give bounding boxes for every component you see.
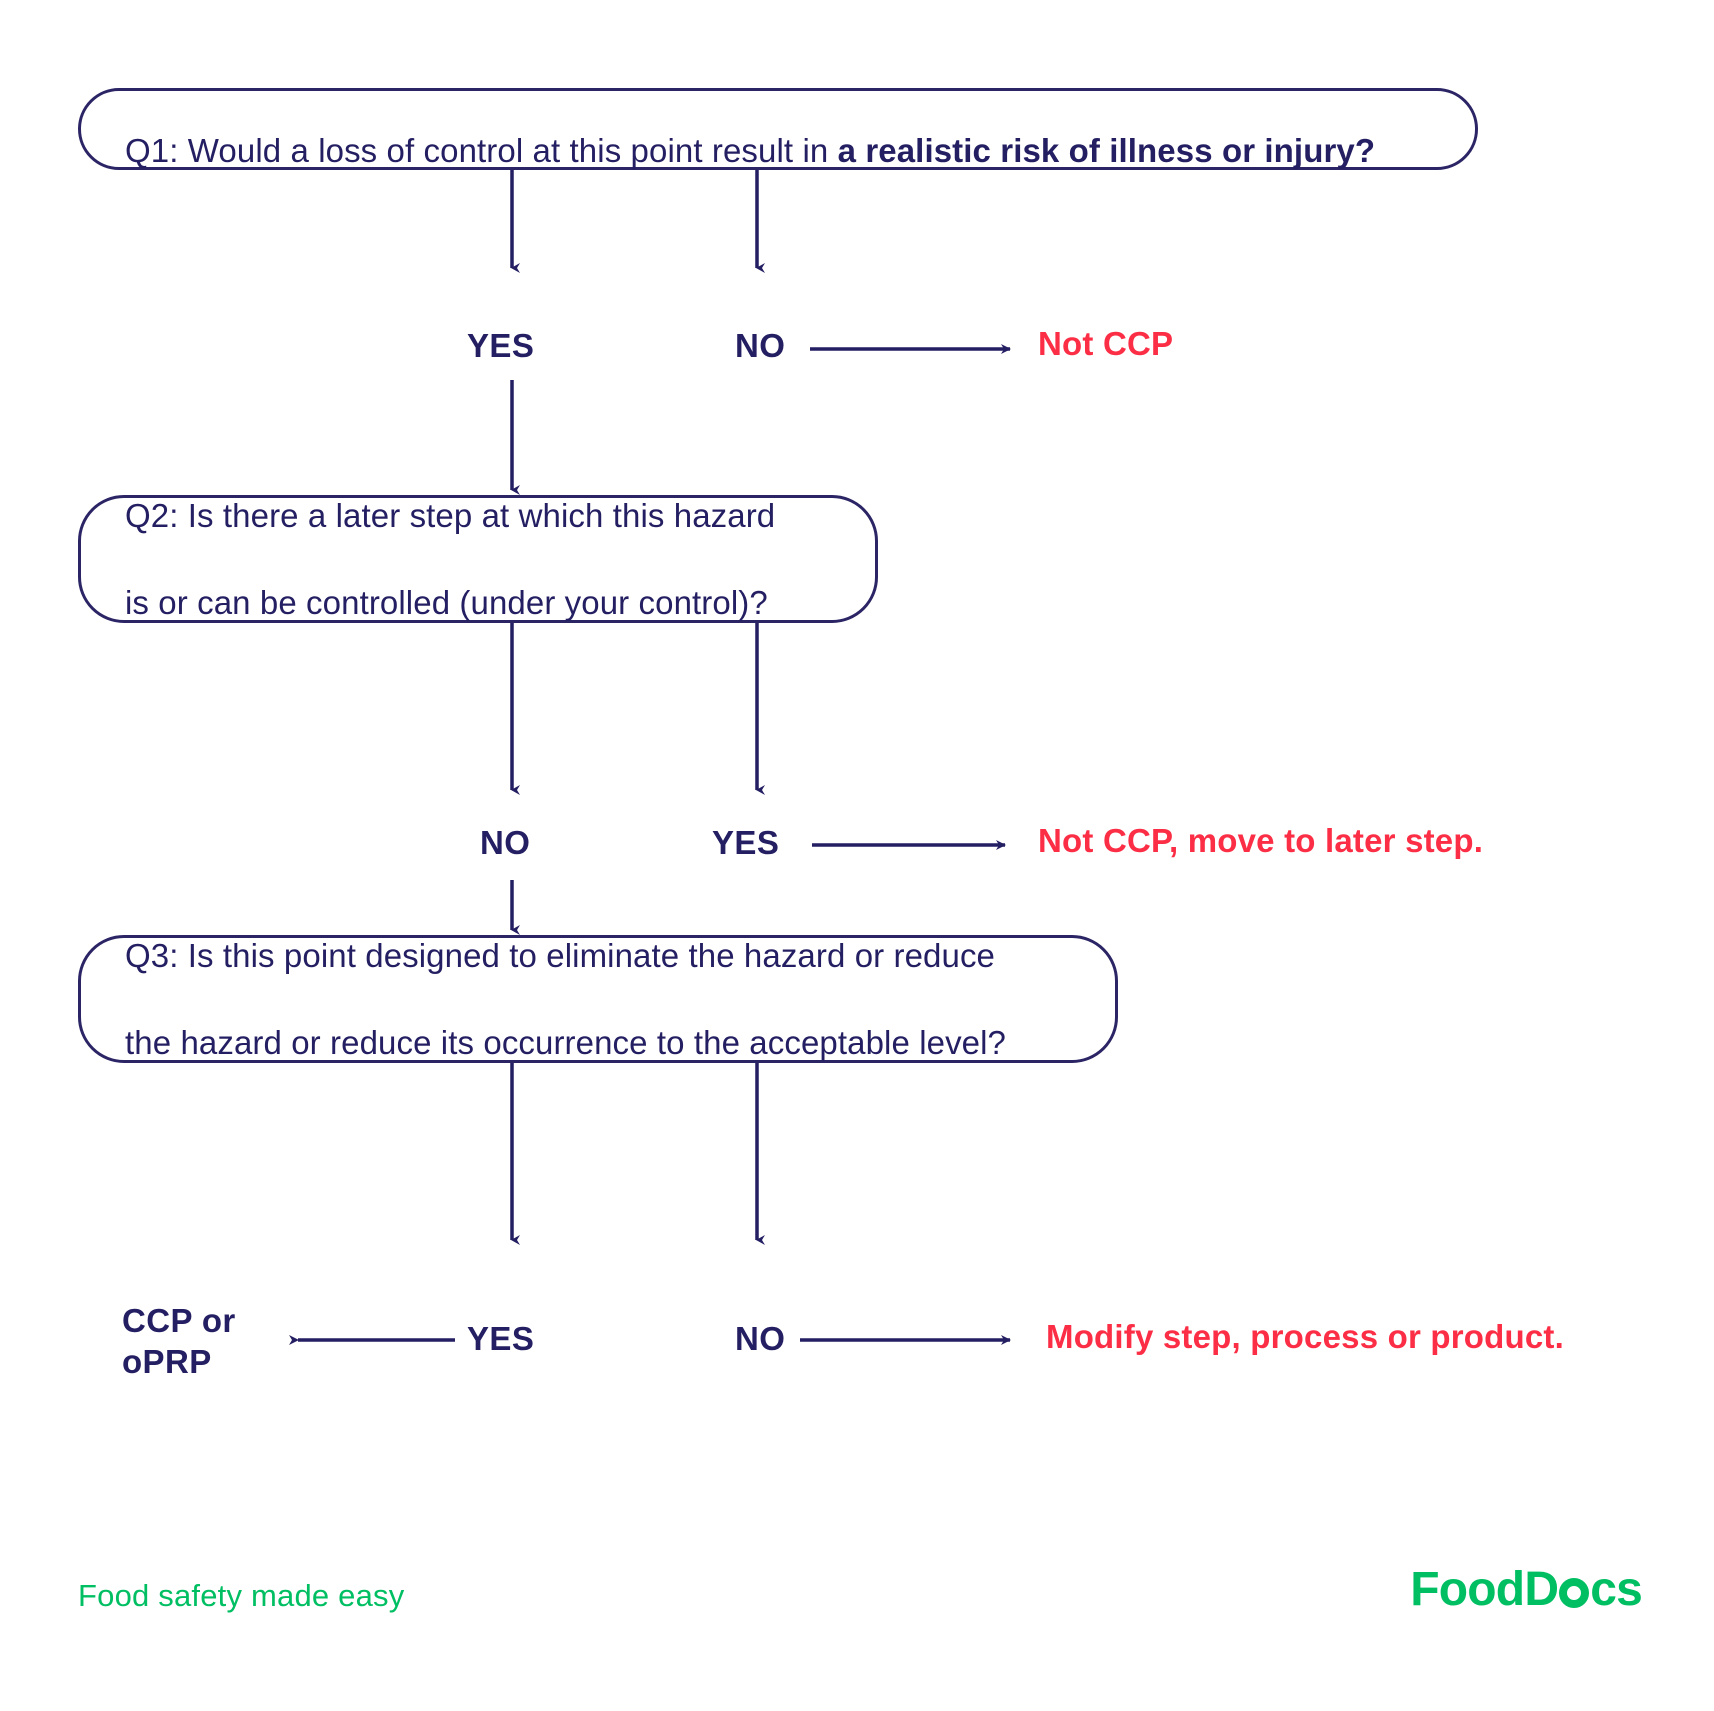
branch-label-q2-no: NO	[480, 824, 531, 861]
question-q1-normal: Q1: Would a loss of control at this poin…	[125, 132, 838, 169]
outcome-q1-not-ccp: Not CCP	[1038, 325, 1174, 362]
question-q2-line2: is or can be controlled (under your cont…	[125, 583, 768, 621]
logo-text-d: D	[1524, 1563, 1559, 1616]
question-q3-text: Q3: Is this point designed to eliminate …	[81, 890, 1050, 1108]
question-box-q2: Q2: Is there a later step at which this …	[78, 495, 878, 623]
question-q3-line2: the hazard or reduce its occurrence to t…	[125, 1023, 1007, 1061]
question-box-q1: Q1: Would a loss of control at this poin…	[78, 88, 1478, 170]
footer-tagline: Food safety made easy	[78, 1578, 405, 1613]
question-q1-text: Q1: Would a loss of control at this poin…	[81, 85, 1419, 172]
question-box-q3: Q3: Is this point designed to eliminate …	[78, 935, 1118, 1063]
branch-label-q3-yes: YES	[467, 1320, 535, 1357]
logo-text-cs: cs	[1590, 1563, 1643, 1616]
question-q3-line1: Q3: Is this point designed to eliminate …	[125, 936, 996, 974]
branch-label-q1-no: NO	[735, 327, 786, 364]
branch-label-q3-no: NO	[735, 1320, 786, 1357]
logo-text-food: Food	[1410, 1563, 1525, 1616]
outcome-ccp-or-oprp: CCP or oPRP	[122, 1302, 236, 1381]
branch-label-q1-yes: YES	[467, 327, 535, 364]
branch-label-q2-yes: YES	[712, 824, 780, 861]
logo-ring-o-icon	[1559, 1577, 1590, 1608]
question-q2-text: Q2: Is there a later step at which this …	[81, 450, 819, 668]
outcome-q3-modify-step: Modify step, process or product.	[1046, 1318, 1564, 1355]
outcome-q2-not-ccp-later-step: Not CCP, move to later step.	[1038, 822, 1484, 859]
question-q1-bold: a realistic risk of illness or injury?	[837, 132, 1376, 169]
question-q2-line1: Q2: Is there a later step at which this …	[125, 496, 776, 534]
